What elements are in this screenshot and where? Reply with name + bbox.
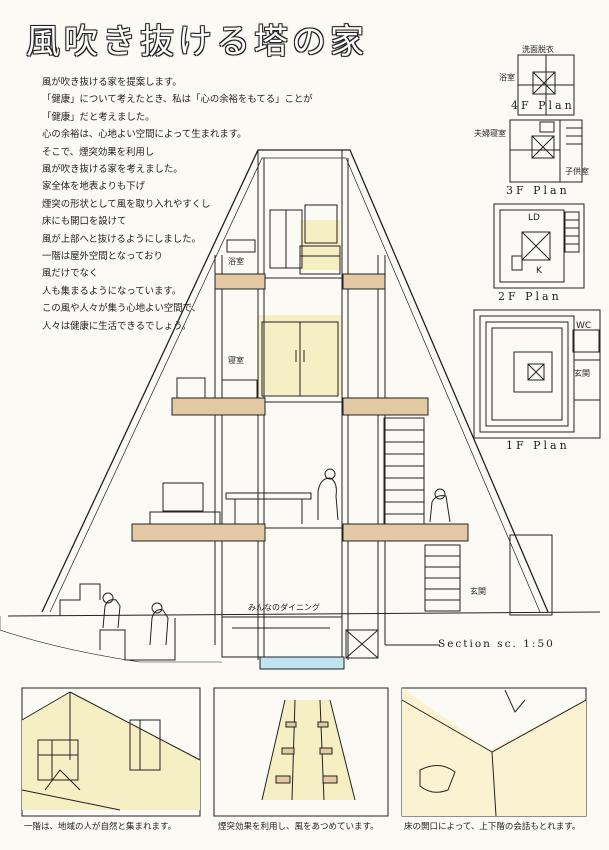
plan-2f-label-k: K — [536, 266, 542, 276]
sketch-3-drawing — [401, 688, 587, 817]
intro-line: 人々は健康に生活できるでしょう。 — [42, 320, 192, 332]
bath-glow — [300, 220, 340, 270]
plan-3f-drawing — [509, 119, 583, 183]
intro-line: 心の余裕は、心地よい空間によって生まれます。 — [42, 129, 247, 141]
outdoor-steps — [59, 583, 101, 616]
intro-line: 風が吹き抜ける家を提案します。 — [42, 77, 182, 88]
person-ground-2 — [149, 609, 169, 646]
plan-4f-drawing — [517, 54, 575, 116]
intro-line: 家全体を地表よりも下げ — [42, 181, 145, 193]
slab-4f-left — [214, 273, 266, 290]
intro-text: 風が吹き抜ける家を提案します。 「健康」について考えたとき、私は「心の余裕をもて… — [42, 74, 342, 335]
bed-left — [176, 377, 206, 399]
person-2f-right — [429, 495, 451, 523]
person-2f — [317, 477, 339, 521]
sketch-frame-2 — [213, 687, 389, 817]
intro-line: 風が上部へと抜けるようにしました。 — [42, 233, 201, 245]
tv-stand — [149, 511, 221, 525]
intro-line: この風や人々が集う心地よい空間で、 — [42, 303, 202, 315]
plan-3f-label-kids-room: 子供室 — [565, 167, 589, 176]
storage-crate — [345, 629, 379, 659]
washbasin — [299, 245, 341, 275]
intro-line: 一階は屋外空間となっており — [42, 251, 163, 263]
bed-right — [221, 379, 258, 399]
sketch-2-drawing — [261, 699, 356, 801]
water-channel — [259, 656, 345, 670]
bathtub — [226, 239, 256, 253]
tv — [162, 482, 204, 512]
room-label-dining: みんなのダイニング — [248, 603, 320, 612]
intro-line: 「健康」について考えたとき、私は「心の余裕をもてる」ことが — [42, 94, 313, 106]
room-label-bath: 浴室 — [228, 257, 244, 266]
plan-1f-caption: 1F Plan — [506, 439, 570, 452]
room-label-entrance: 玄関 — [470, 587, 486, 596]
mirror — [304, 204, 338, 244]
sketch-1-drawing — [21, 691, 201, 811]
plan-1f-label-entrance: 玄関 — [574, 369, 590, 378]
plan-3f-caption: 3F Plan — [506, 184, 570, 197]
dining-table — [225, 492, 312, 500]
roof-inner-line — [49, 157, 541, 613]
intro-line: 風が吹き抜ける家を考えました。 — [42, 164, 183, 176]
person-ground-1 — [102, 599, 121, 629]
entrance-wall — [509, 534, 553, 616]
slab-4f-right — [342, 273, 386, 290]
plan-1f-label-wc: WC — [576, 321, 592, 331]
intro-line: 「健康」だと考えました。 — [42, 111, 155, 123]
sketch-caption-3: 床の開口によって、上下階の会話もとれます。 — [404, 822, 581, 832]
plan-2f-drawing — [493, 203, 585, 289]
plan-1f-drawing — [473, 309, 601, 439]
dining-area — [221, 616, 343, 658]
slab-2f-right — [342, 523, 469, 542]
plan-4f-caption: 4F Plan — [511, 99, 575, 112]
section-caption: Section sc. 1:50 — [438, 638, 555, 650]
plan-3f-label-master-bedroom: 夫婦寝室 — [474, 129, 506, 138]
sketch-caption-2: 煙突効果を利用し、風をあつめています。 — [218, 822, 379, 832]
sunken-floor — [99, 618, 176, 661]
slab-3f-left — [171, 397, 266, 416]
intro-line: 床にも開口を設けて — [42, 216, 127, 228]
room-label-bedroom: 寝室 — [228, 356, 244, 365]
roof-outline — [41, 149, 549, 613]
slab-2f-left — [131, 523, 266, 542]
plan-2f-label-ld: LD — [528, 213, 540, 223]
slab-3f-right — [342, 397, 429, 416]
page-title: 風吹き抜ける塔の家 — [26, 22, 368, 62]
plan-4f-label-washroom: 洗面脱衣 — [522, 45, 554, 54]
intro-line: 風だけでなく — [42, 268, 99, 280]
intro-line: そこで、煙突効果を利用し — [42, 146, 155, 158]
person-2f-head — [324, 468, 336, 480]
intro-line: 人も集まるようになっています。 — [42, 285, 182, 297]
plan-2f-caption: 2F Plan — [498, 290, 562, 303]
sketch-caption-1: 一階は、地域の人が自然と集まれます。 — [24, 822, 177, 832]
plan-4f-label-bath: 浴室 — [499, 73, 515, 82]
stair-right — [383, 417, 461, 612]
intro-line: 煙突の形状として風を取り入れやすくし — [42, 198, 211, 210]
ground-line — [7, 611, 601, 617]
